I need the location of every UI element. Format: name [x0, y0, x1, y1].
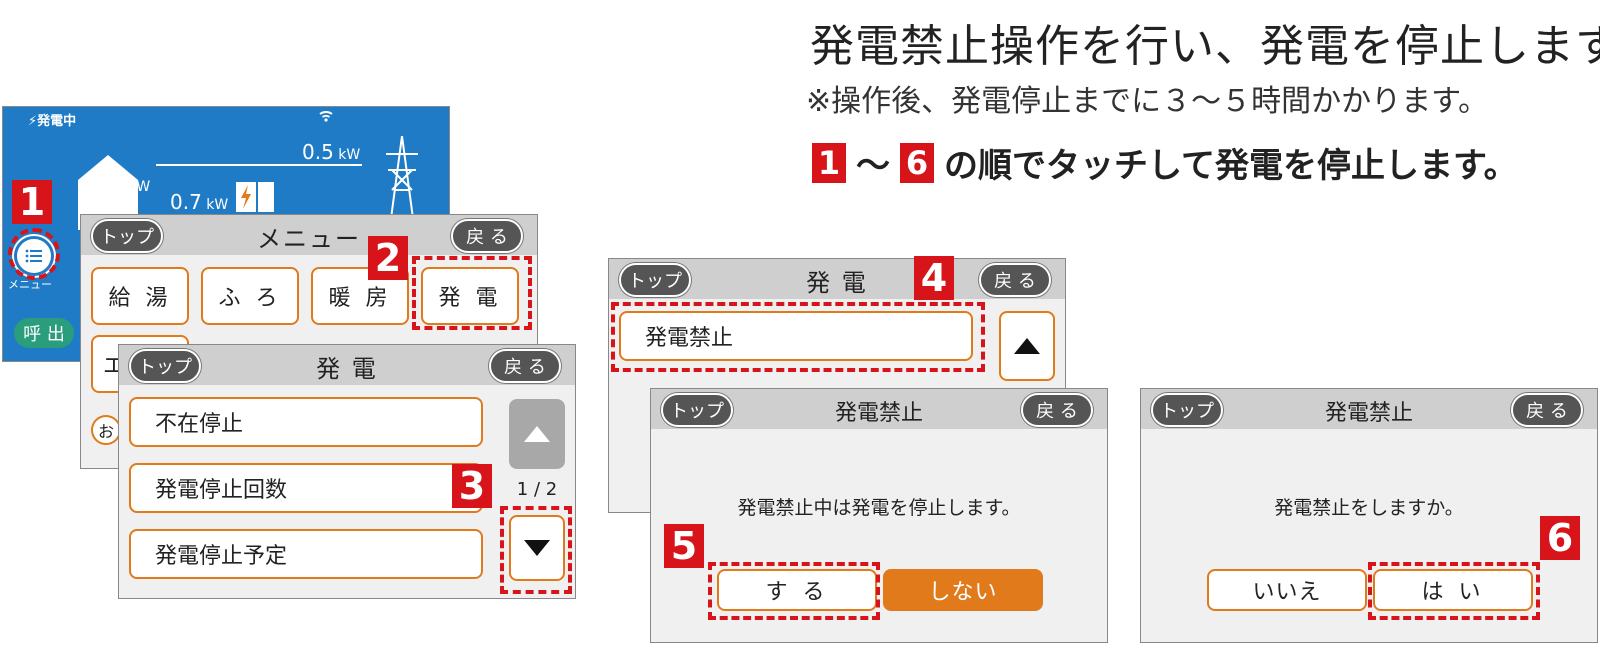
grid-power: 0.5 kW: [302, 140, 360, 164]
grid-power-unit: kW: [338, 147, 361, 163]
house-icon: [78, 155, 138, 230]
final-no-button[interactable]: いいえ: [1207, 569, 1367, 611]
confirm-no-button[interactable]: しない: [883, 569, 1043, 611]
highlight-step-4: [611, 302, 985, 372]
menu-generation-button[interactable]: 発 電: [421, 267, 519, 325]
back-button[interactable]: 戻 る: [1021, 393, 1093, 427]
step-marker-4: 4: [914, 256, 954, 300]
step-badge-end: 6: [900, 142, 934, 183]
final-confirm-message: 発電禁止をしますか。: [1274, 497, 1464, 519]
generation-status: ⚡発電中: [28, 114, 77, 129]
triangle-down-icon: [524, 540, 550, 556]
scroll-up-button[interactable]: [509, 399, 565, 469]
absence-stop-item[interactable]: 不在停止: [129, 397, 483, 447]
page-indicator: 1 / 2: [516, 479, 558, 500]
highlight-step-5: [708, 562, 880, 620]
generation-page2-title: 発 電: [806, 269, 868, 297]
stop-schedule-item[interactable]: 発電停止予定: [129, 529, 483, 579]
step-text: の順でタッチして発電を停止します。: [944, 146, 1518, 186]
generation-title: 発 電: [316, 355, 378, 383]
house-power-unit: kW: [128, 179, 151, 195]
step-separator: ～: [856, 146, 890, 186]
step-marker-2: 2: [368, 236, 408, 280]
menu-row3-button[interactable]: お: [91, 415, 121, 445]
step-marker-1: 1: [12, 180, 52, 224]
instruction-title: 発電禁止操作を行い、発電を停止します。: [810, 21, 1600, 72]
top-button[interactable]: トップ: [619, 263, 691, 297]
highlight-step-3: [500, 506, 572, 594]
power-tower-icon: [386, 136, 418, 226]
grid-power-value: 0.5: [302, 140, 334, 164]
top-button[interactable]: トップ: [661, 393, 733, 427]
wifi-icon: [318, 108, 334, 128]
generation-power: 0.7 kW: [170, 190, 228, 214]
back-button[interactable]: 戻 る: [489, 349, 561, 383]
fuel-cell-icon: [236, 182, 256, 212]
menu-title: メニュー: [257, 225, 361, 253]
instruction-note: ※操作後、発電停止までに３～５時間かかります。: [806, 84, 1489, 119]
house-power-value: 1.2: [92, 172, 124, 196]
back-button[interactable]: 戻 る: [451, 219, 523, 253]
menu-bath-button[interactable]: ふ ろ: [201, 267, 299, 325]
instruction-steps: 1 ～ 6 の順でタッチして発電を停止します。: [812, 138, 1518, 187]
top-button[interactable]: トップ: [129, 349, 201, 383]
confirm-title: 発電禁止: [834, 401, 923, 426]
confirm-message: 発電禁止中は発電を停止します。: [737, 497, 1021, 519]
step-marker-3: 3: [452, 464, 492, 508]
generation-ban-item[interactable]: 発電禁止: [619, 311, 973, 361]
menu-hot-water-button[interactable]: 給 湯: [91, 267, 189, 325]
top-button[interactable]: トップ: [91, 219, 163, 253]
generation-power-unit: kW: [206, 197, 229, 213]
triangle-up-icon: [524, 426, 550, 442]
back-button[interactable]: 戻 る: [979, 263, 1051, 297]
step-marker-6: 6: [1540, 516, 1580, 560]
step-marker-5: 5: [664, 524, 704, 568]
call-button[interactable]: 呼 出: [14, 318, 74, 348]
top-button[interactable]: トップ: [1151, 393, 1223, 427]
highlight-step-1: [8, 228, 60, 280]
step-badge-start: 1: [812, 142, 846, 183]
generation-screen: トップ 発 電 戻 る 不在停止 発電停止回数 発電停止予定 1 / 2: [118, 344, 576, 599]
scroll-down-button[interactable]: [509, 515, 565, 581]
final-yes-button[interactable]: は い: [1373, 569, 1533, 611]
generation-power-value: 0.7: [170, 190, 202, 214]
back-button[interactable]: 戻 る: [1511, 393, 1583, 427]
final-confirm-title: 発電禁止: [1324, 401, 1413, 426]
menu-label: メニュー: [8, 278, 52, 291]
scroll-up-button[interactable]: [999, 311, 1055, 381]
grid-line: [156, 164, 362, 166]
house-power: 1.2 kW: [92, 172, 150, 196]
triangle-up-icon: [1014, 338, 1040, 354]
final-confirm-screen: トップ 発電禁止 戻 る 発電禁止をしますか。 いいえ は い: [1140, 388, 1598, 643]
highlight-step-6: [1368, 562, 1540, 620]
highlight-step-2: [412, 256, 532, 330]
tank-icon: [258, 182, 274, 212]
stop-count-item[interactable]: 発電停止回数: [129, 463, 483, 513]
